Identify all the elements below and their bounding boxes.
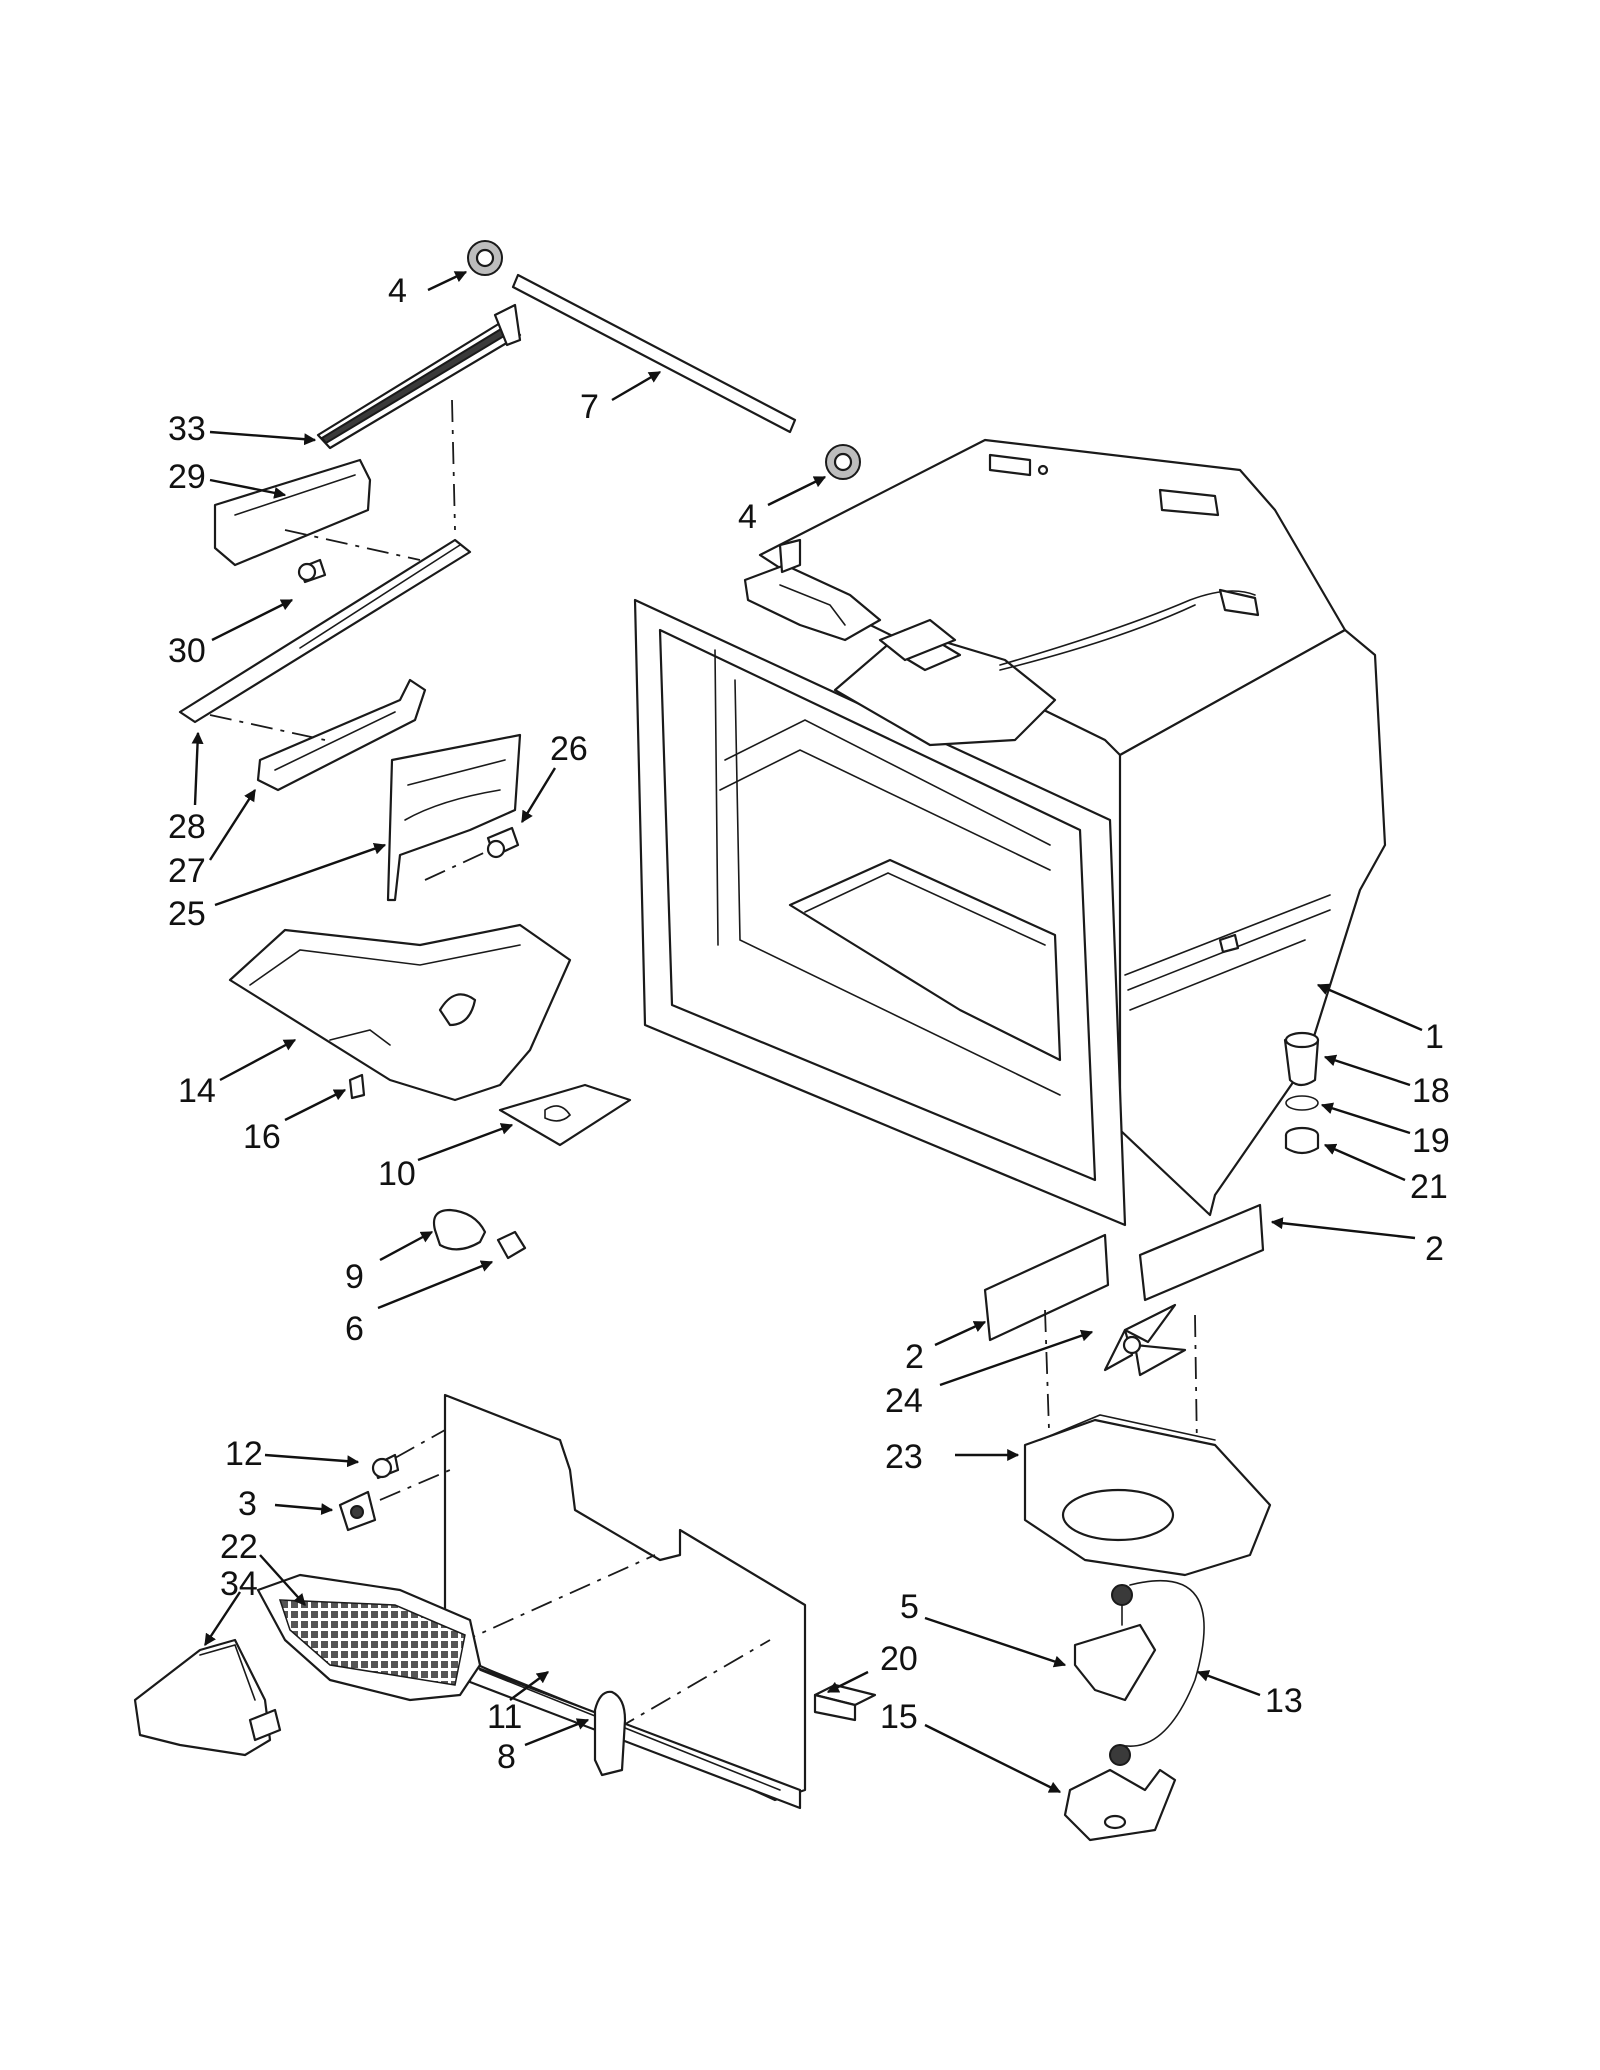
freezer-liner (633, 438, 1387, 1227)
callout-20: 20 (880, 1640, 918, 1678)
rail-mounting-bracket (386, 733, 522, 902)
callout-4-top: 4 (388, 272, 407, 310)
callout-12: 12 (225, 1435, 263, 1473)
callout-3: 3 (238, 1485, 257, 1523)
panel-line-4 (614, 1639, 771, 1731)
callout-2-right: 2 (1425, 1230, 1444, 1268)
panel-line-1 (394, 1429, 446, 1459)
assembly-line-1 (451, 399, 456, 531)
control-housing (228, 923, 572, 1102)
callout-24: 24 (885, 1382, 923, 1420)
callout-4-lower: 4 (738, 498, 757, 536)
callout-29: 29 (168, 458, 206, 496)
gear-lower (825, 444, 861, 480)
gear (467, 240, 503, 276)
lamp-socket (496, 1230, 527, 1260)
assembly-line-4 (424, 849, 491, 881)
callout-labels: 4 7 33 29 4 30 26 28 27 25 1 18 14 19 16… (168, 272, 1450, 1776)
panel-line-3 (454, 1554, 656, 1646)
callout-13: 13 (1265, 1682, 1303, 1720)
callout-1: 1 (1425, 1018, 1444, 1056)
callout-14: 14 (178, 1072, 216, 1110)
screw-26 (486, 826, 520, 859)
rail-bracket-lower (256, 678, 427, 792)
fan-blade (1103, 1303, 1187, 1377)
callout-18: 18 (1412, 1072, 1450, 1110)
filter-guide-line (1194, 1314, 1198, 1451)
callout-25: 25 (168, 895, 206, 933)
thermistor-8 (593, 1690, 627, 1777)
filter-pad-right (1138, 1203, 1265, 1302)
switch-16 (348, 1073, 366, 1100)
callout-19: 19 (1412, 1122, 1450, 1160)
cover-34 (133, 1638, 282, 1757)
screw-12 (371, 1453, 400, 1480)
callout-33: 33 (168, 410, 206, 448)
callout-22: 22 (220, 1528, 258, 1566)
leader-lines (191, 270, 1423, 1794)
callout-30: 30 (168, 632, 206, 670)
filter-pad-left (983, 1233, 1110, 1342)
o-ring-19 (1285, 1095, 1319, 1111)
callout-21: 21 (1410, 1168, 1448, 1206)
callout-8: 8 (497, 1738, 516, 1776)
callout-23: 23 (885, 1438, 923, 1476)
light-shield-10 (498, 1083, 632, 1147)
shaft (511, 273, 797, 434)
insulation-strip-20 (813, 1683, 877, 1722)
callout-34: 34 (220, 1565, 258, 1603)
callout-2-left: 2 (905, 1338, 924, 1376)
callout-28: 28 (168, 808, 206, 846)
callout-15: 15 (880, 1698, 918, 1736)
drain-cap-18 (1283, 1031, 1320, 1087)
motor-bracket-15 (1063, 1744, 1177, 1842)
callout-16: 16 (243, 1118, 281, 1156)
screw-30 (297, 558, 327, 584)
assembly-line-2 (284, 529, 421, 561)
callout-9: 9 (345, 1258, 364, 1296)
callout-7: 7 (580, 388, 599, 426)
bushing-21 (1284, 1126, 1320, 1155)
fan-motor (1073, 1584, 1157, 1702)
drawer-slide-rail-upper (316, 303, 522, 450)
callout-27: 27 (168, 852, 206, 890)
bracket-3 (338, 1490, 377, 1532)
callout-5: 5 (900, 1588, 919, 1626)
drawer-slide-rail-lower (178, 538, 472, 724)
fan-housing (1023, 1414, 1272, 1577)
callout-26: 26 (550, 730, 588, 768)
callout-6: 6 (345, 1310, 364, 1348)
fan-axis-line (1044, 1309, 1051, 1461)
rail-bracket-upper (213, 458, 372, 567)
callout-11: 11 (487, 1698, 522, 1736)
grille-22 (256, 1573, 482, 1702)
light-bulb (432, 1208, 487, 1251)
assembly-line-3 (209, 714, 326, 741)
panel-line-2 (379, 1469, 451, 1501)
callout-10: 10 (378, 1155, 416, 1193)
